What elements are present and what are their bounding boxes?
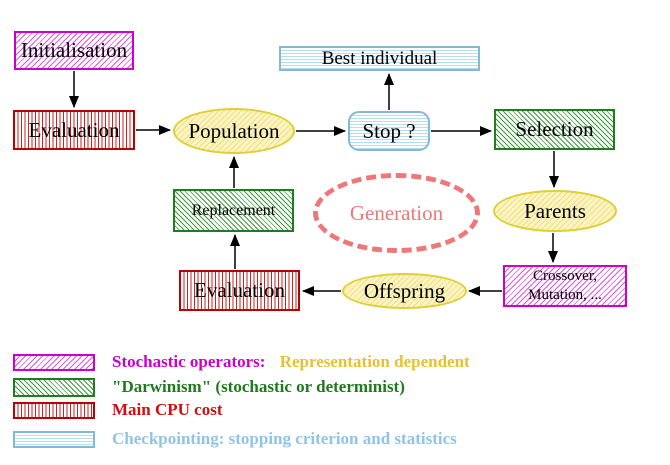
node-label: Offspring (363, 278, 446, 303)
node-label: Crossover, Mutation, ... (528, 267, 602, 305)
node-label: Stop ? (362, 118, 416, 143)
node-offspring: Offspring (342, 273, 467, 309)
node-parents: Parents (493, 190, 617, 232)
node-label: Best individual (321, 47, 438, 69)
node-label-line2: Mutation, ... (528, 287, 602, 303)
node-label: Initialisation (20, 38, 128, 63)
node-population: Population (173, 108, 295, 154)
legend-row-darwinism: "Darwinism" (stochastic or determinist) (13, 377, 405, 397)
node-selection: Selection (494, 109, 615, 150)
node-label: Selection (515, 117, 594, 142)
node-label: Replacement (191, 201, 276, 219)
generation-cycle-ellipse: Generation (313, 173, 480, 253)
node-stop: Stop ? (348, 111, 430, 151)
node-initialisation: Initialisation (14, 31, 134, 70)
node-label: Parents (524, 198, 586, 223)
legend-row-checkpointing: Checkpointing: stopping criterion and st… (13, 429, 457, 449)
legend-swatch-red-stripes-icon (13, 401, 95, 419)
legend-label-checkpointing: Checkpointing: stopping criterion and st… (112, 429, 457, 448)
legend-swatch-magenta-hatch-icon (13, 353, 95, 371)
legend-label-main-cpu-cost: Main CPU cost (112, 400, 223, 419)
legend-row-main-cpu-cost: Main CPU cost (13, 400, 222, 420)
node-best-individual: Best individual (279, 46, 480, 71)
node-label-line1: Crossover, (533, 268, 597, 285)
node-label: Evaluation (28, 117, 120, 142)
node-replacement: Replacement (173, 189, 294, 232)
legend-swatch-cyan-stripes-icon (13, 430, 95, 448)
node-evaluation-top: Evaluation (13, 110, 135, 150)
legend-swatch-green-hatch-icon (13, 377, 95, 397)
node-label: Evaluation (194, 278, 285, 303)
node-label: Generation (349, 200, 444, 225)
legend-label-darwinism: "Darwinism" (stochastic or determinist) (112, 377, 405, 396)
node-crossover-mutation: Crossover, Mutation, ... (503, 265, 627, 307)
legend-row-stochastic-operators: Stochastic operators: Representation dep… (13, 352, 470, 372)
legend-label-stochastic-operators: Stochastic operators: (112, 352, 266, 371)
legend-label-representation-dependent: Representation dependent (279, 352, 470, 371)
node-label: Population (188, 118, 280, 143)
node-evaluation-bottom: Evaluation (179, 270, 300, 311)
